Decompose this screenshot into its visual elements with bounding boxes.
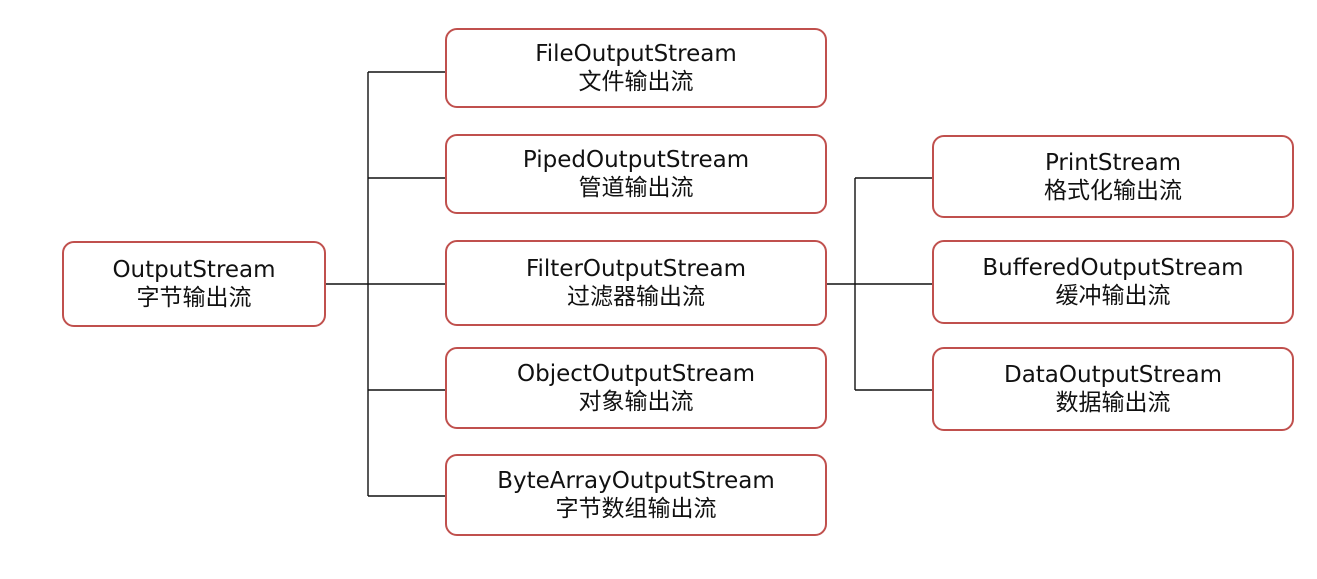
node-dataoutputstream: DataOutputStream 数据输出流 (932, 347, 1294, 431)
node-class-name: BufferedOutputStream (982, 255, 1244, 281)
node-zh-label: 管道输出流 (578, 175, 694, 201)
node-class-name: FilterOutputStream (525, 256, 747, 282)
node-fileoutputstream: FileOutputStream 文件输出流 (445, 28, 827, 108)
node-class-name: OutputStream (112, 257, 276, 283)
node-zh-label: 数据输出流 (1055, 390, 1171, 416)
node-class-name: ByteArrayOutputStream (497, 468, 775, 494)
node-class-name: FileOutputStream (535, 41, 737, 67)
node-zh-label: 对象输出流 (578, 389, 694, 415)
node-zh-label: 字节数组输出流 (555, 496, 717, 522)
node-printstream: PrintStream 格式化输出流 (932, 135, 1294, 218)
node-outputstream: OutputStream 字节输出流 (62, 241, 326, 327)
node-class-name: DataOutputStream (1003, 362, 1223, 388)
node-class-name: PrintStream (1044, 149, 1182, 176)
node-pipedoutputstream: PipedOutputStream 管道输出流 (445, 134, 827, 214)
node-class-name: ObjectOutputStream (516, 361, 756, 387)
node-bufferedoutputstream: BufferedOutputStream 缓冲输出流 (932, 240, 1294, 324)
node-filteroutputstream: FilterOutputStream 过滤器输出流 (445, 240, 827, 326)
node-zh-label: 过滤器输出流 (567, 284, 705, 310)
node-class-name: PipedOutputStream (522, 147, 750, 173)
node-zh-label: 缓冲输出流 (1055, 283, 1171, 309)
node-zh-label: 格式化输出流 (1044, 177, 1182, 204)
node-zh-label: 文件输出流 (578, 69, 694, 95)
node-bytearrayoutputstream: ByteArrayOutputStream 字节数组输出流 (445, 454, 827, 536)
node-objectoutputstream: ObjectOutputStream 对象输出流 (445, 347, 827, 429)
node-zh-label: 字节输出流 (136, 285, 252, 311)
